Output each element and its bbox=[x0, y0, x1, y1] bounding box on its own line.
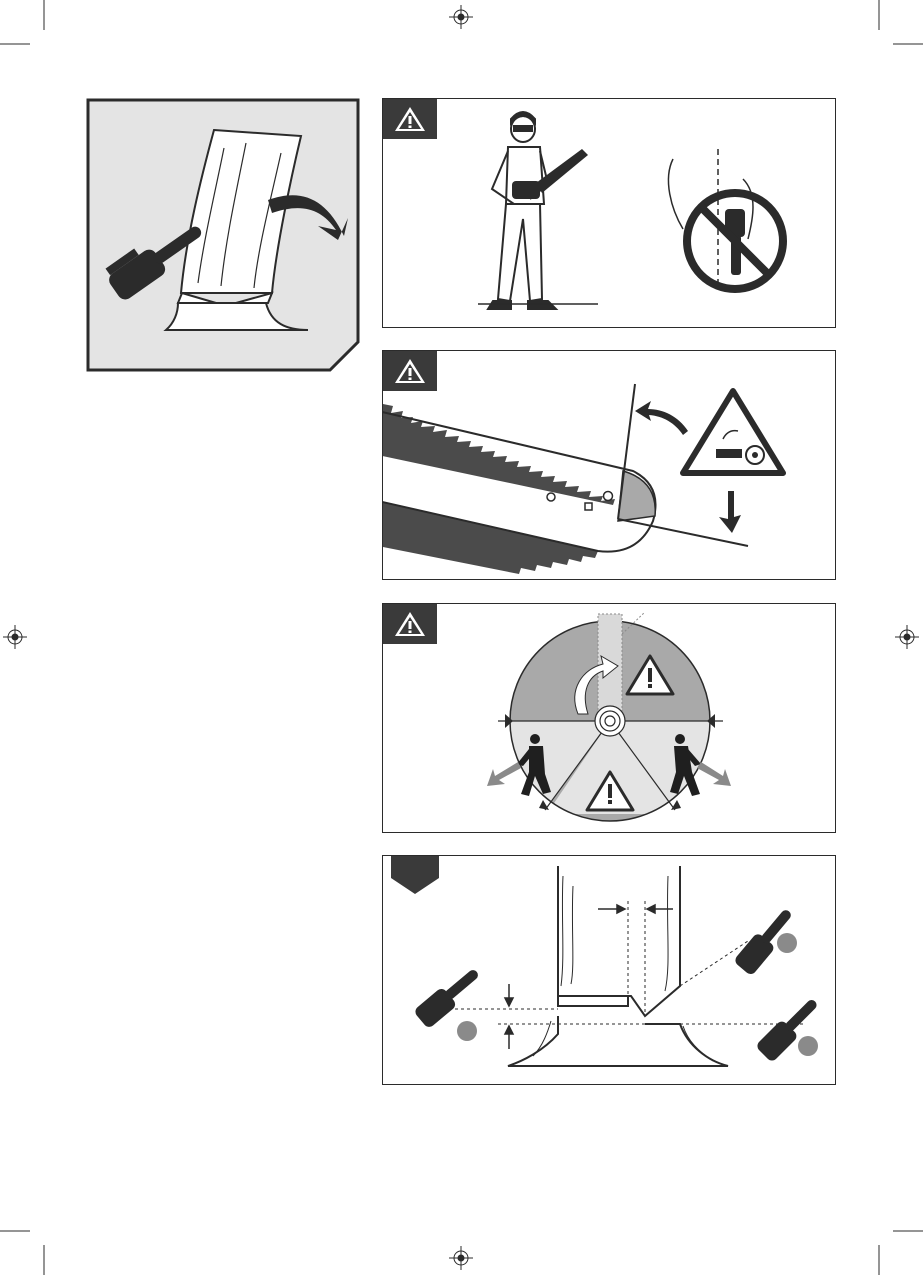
no-one-handed-use-icon bbox=[653, 139, 793, 299]
trunk-notch bbox=[558, 996, 628, 1006]
felling-cut-diagram bbox=[383, 856, 836, 1085]
operator-with-protective-gear bbox=[478, 109, 598, 319]
warning-icon bbox=[393, 105, 427, 133]
crosshair-bottom bbox=[449, 1246, 473, 1270]
kickback-warning-icon bbox=[683, 391, 783, 473]
kickback-arrow-down bbox=[719, 491, 741, 533]
kickback-arrow-up bbox=[635, 401, 688, 435]
retreat-arrow-left bbox=[487, 762, 521, 786]
danger-zone-panel bbox=[382, 603, 836, 833]
retreat-arrow-right bbox=[697, 762, 731, 786]
danger-circle-diagram bbox=[383, 604, 836, 833]
crosshair-top bbox=[449, 5, 473, 29]
chain-bar-kickback bbox=[383, 351, 836, 580]
kickback-panel bbox=[382, 350, 836, 580]
trunk-upper bbox=[558, 866, 680, 1016]
stump-rings bbox=[595, 706, 625, 736]
protective-equipment-panel bbox=[382, 98, 836, 328]
crosshair-left bbox=[3, 625, 27, 649]
felling-direction-panel bbox=[86, 98, 361, 372]
felling-cut-panel bbox=[382, 855, 836, 1085]
crosshair-right bbox=[895, 625, 919, 649]
